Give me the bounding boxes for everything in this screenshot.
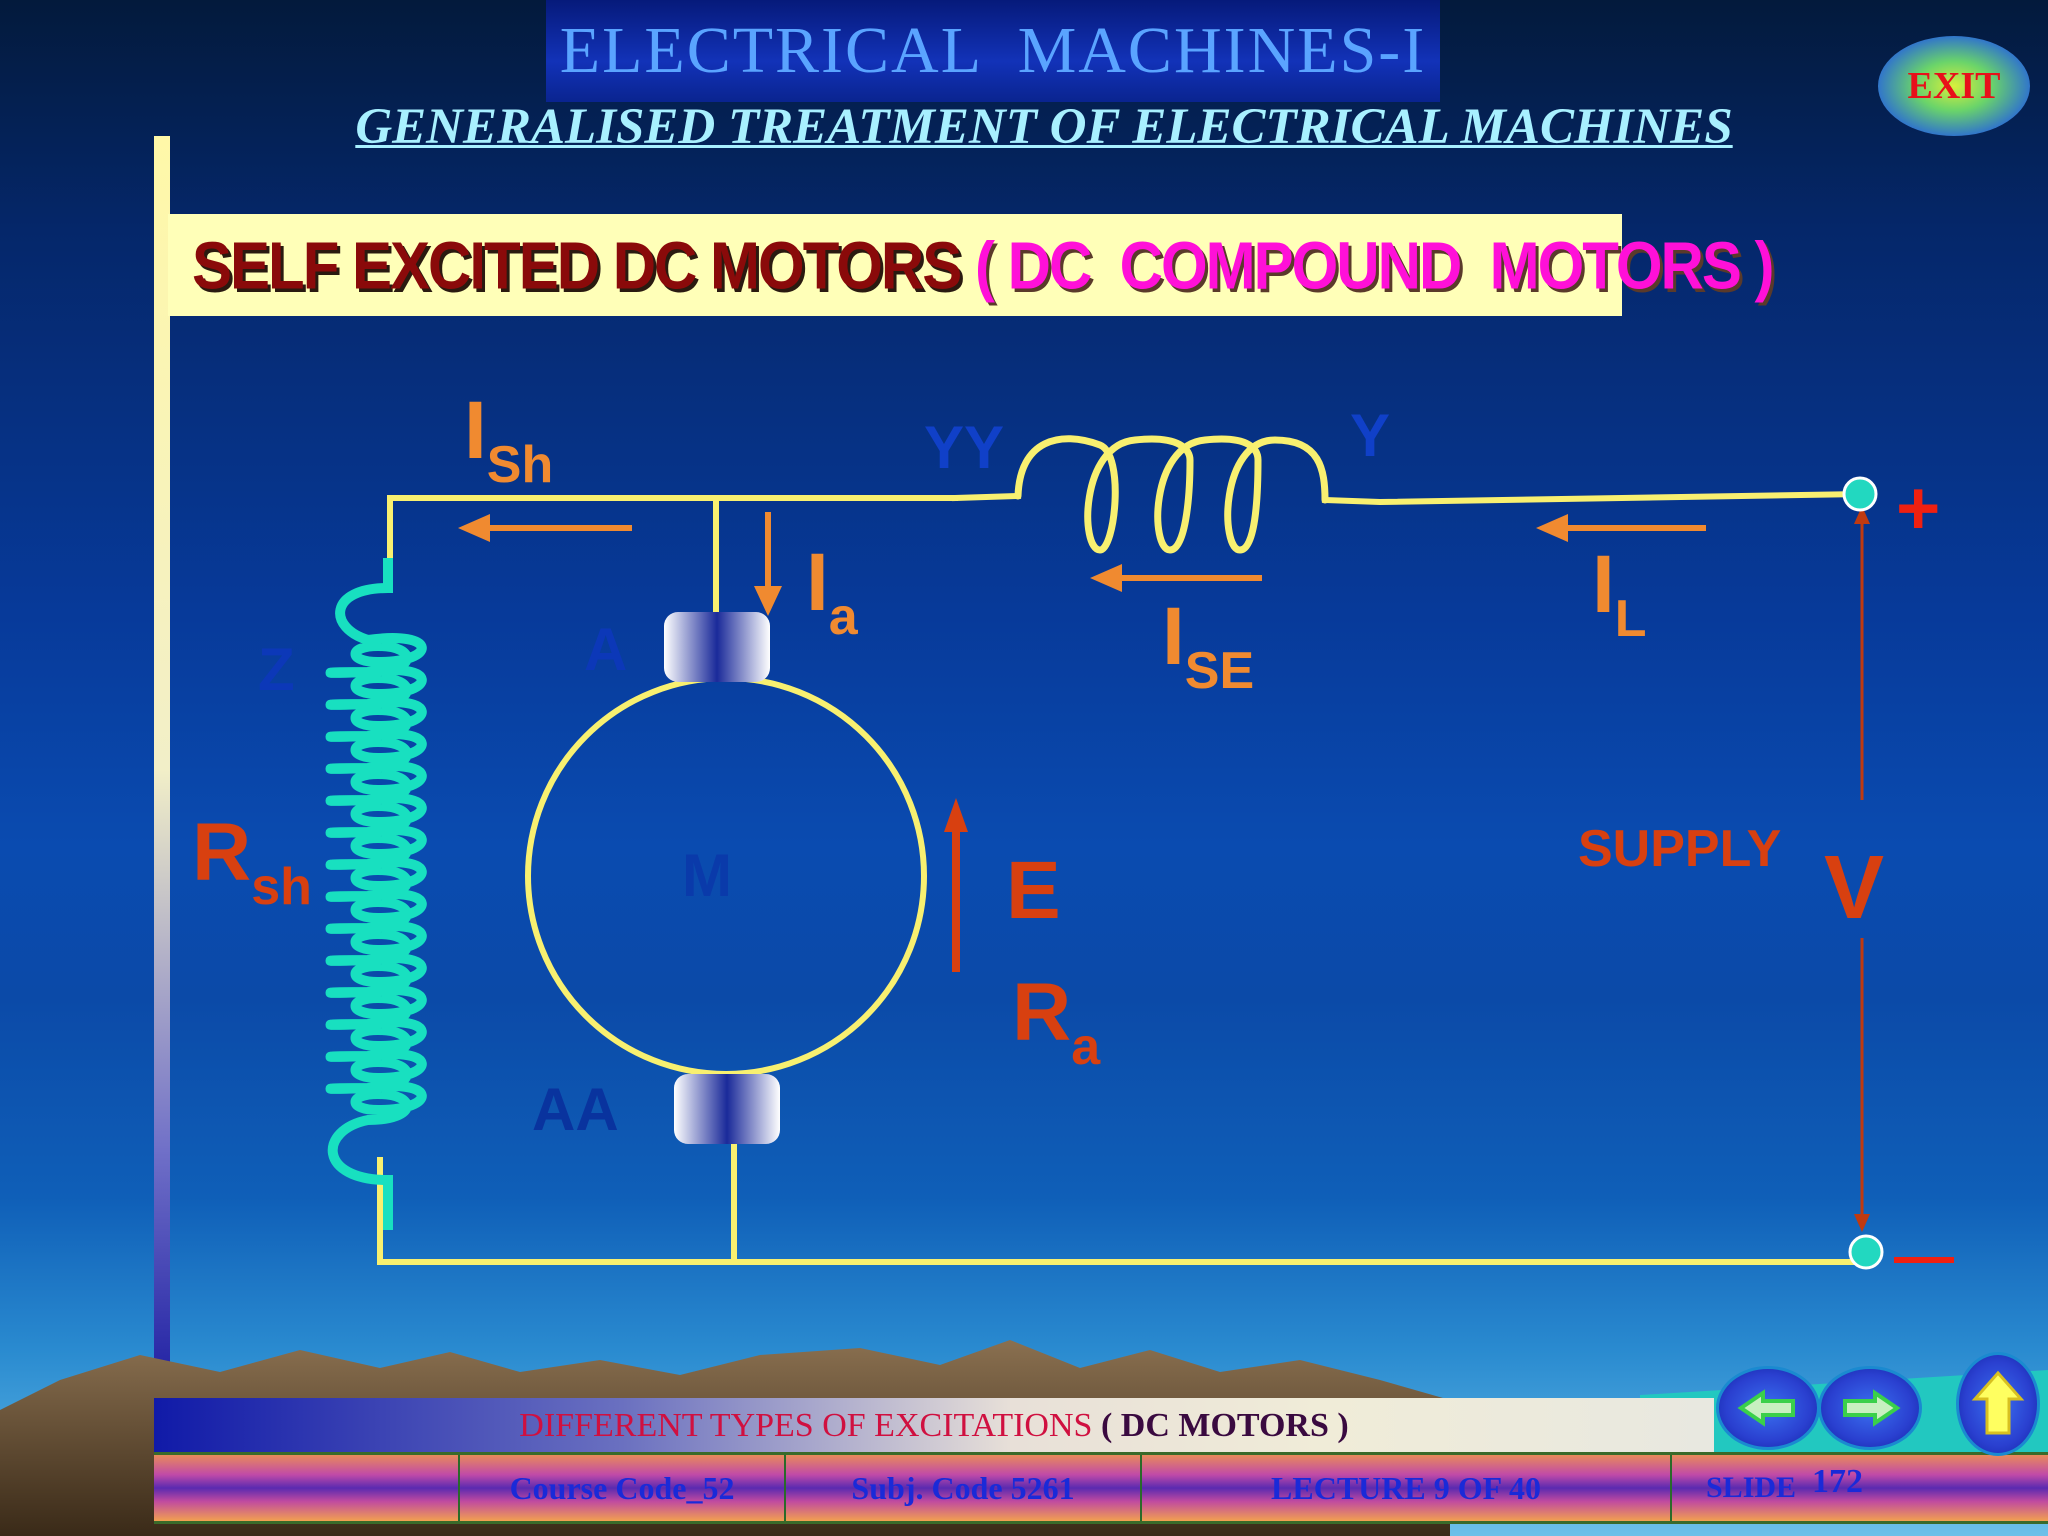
negative-terminal (1848, 1234, 1884, 1270)
exit-button[interactable]: EXIT (1878, 36, 2030, 136)
right-arrow-icon (1843, 1389, 1901, 1427)
current-arrows (458, 512, 1706, 616)
lecture-number: LECTURE 9 OF 40 (1142, 1455, 1672, 1521)
bottom-brush (674, 1074, 780, 1144)
plus-label: + (1896, 466, 1940, 551)
terminal-yy-label: YY (924, 414, 1004, 481)
left-decorative-bar (154, 136, 170, 1404)
il-arrowhead (1536, 514, 1568, 542)
page-title: ELECTRICAL MACHINES-I (559, 14, 1427, 87)
slide-indicator: SLIDE 172 (1672, 1455, 2048, 1521)
slide-label: SLIDE (1706, 1471, 1797, 1504)
supply-arrowhead-up (1854, 506, 1870, 524)
left-arrow-icon (1737, 1389, 1795, 1427)
terminal-y-label: Y (1350, 402, 1390, 469)
ra-label: Ra (1012, 967, 1101, 1076)
top-brush (664, 612, 770, 682)
course-code: Course Code_52 (460, 1455, 786, 1521)
title-bar: ELECTRICAL MACHINES-I (546, 0, 1440, 102)
ish-label: ISh (464, 385, 553, 494)
up-button[interactable] (1956, 1352, 2040, 1456)
subject-code: Subj. Code 5261 (786, 1455, 1142, 1521)
voltage-label: V (1824, 838, 1884, 938)
slide-heading: SELF EXCITED DC MOTORS ( DC COMPOUND MOT… (168, 214, 1775, 316)
motor-m-label: M (682, 842, 732, 909)
heading-sub: ( DC COMPOUND MOTORS ) (960, 227, 1775, 303)
previous-slide-button[interactable] (1716, 1366, 1820, 1450)
ise-arrowhead (1090, 564, 1122, 592)
supply-arrowhead-down (1854, 1214, 1870, 1232)
next-slide-button[interactable] (1818, 1366, 1922, 1450)
bottom-wire (377, 1157, 1869, 1265)
series-field-coil (1014, 435, 1329, 554)
up-arrow-icon (1971, 1370, 2025, 1435)
top-wire-left (387, 495, 958, 561)
page-subtitle: GENERALISED TREATMENT OF ELECTRICAL MACH… (355, 99, 1733, 155)
rsh-label: Rsh (192, 807, 312, 916)
series-lead-right (1321, 490, 1864, 506)
emf-label: E (1006, 845, 1061, 936)
circuit-wires (377, 490, 1869, 1265)
terminal-a-label: A (584, 616, 627, 683)
footer-topic-bold: ( DC MOTORS ) (1100, 1407, 1349, 1444)
il-label: IL (1592, 539, 1647, 648)
heading-main: SELF EXCITED DC MOTORS (192, 227, 962, 303)
ish-arrowhead (458, 514, 490, 542)
emf-arrowhead (944, 798, 968, 832)
slide-number: 172 (1812, 1463, 1864, 1500)
footer-info-strip: Course Code_52 Subj. Code 5261 LECTURE 9… (154, 1452, 2048, 1524)
shunt-field-coil (325, 558, 427, 1230)
terminal-aa-label: AA (532, 1076, 619, 1143)
minus-label: — (1894, 1222, 1954, 1289)
footer-cell-blank (154, 1455, 460, 1521)
footer-topic: DIFFERENT TYPES OF EXCITATIONS (519, 1407, 1093, 1444)
supply-label: SUPPLY (1578, 820, 1781, 878)
ise-label: ISE (1162, 591, 1254, 700)
ia-label: Ia (806, 537, 859, 646)
footer-topic-bar: DIFFERENT TYPES OF EXCITATIONS ( DC MOTO… (154, 1398, 1714, 1454)
positive-terminal (1842, 476, 1878, 512)
ia-arrowhead (754, 586, 782, 616)
terminal-z-label: Z (258, 636, 295, 703)
series-lead-left (951, 492, 1022, 502)
